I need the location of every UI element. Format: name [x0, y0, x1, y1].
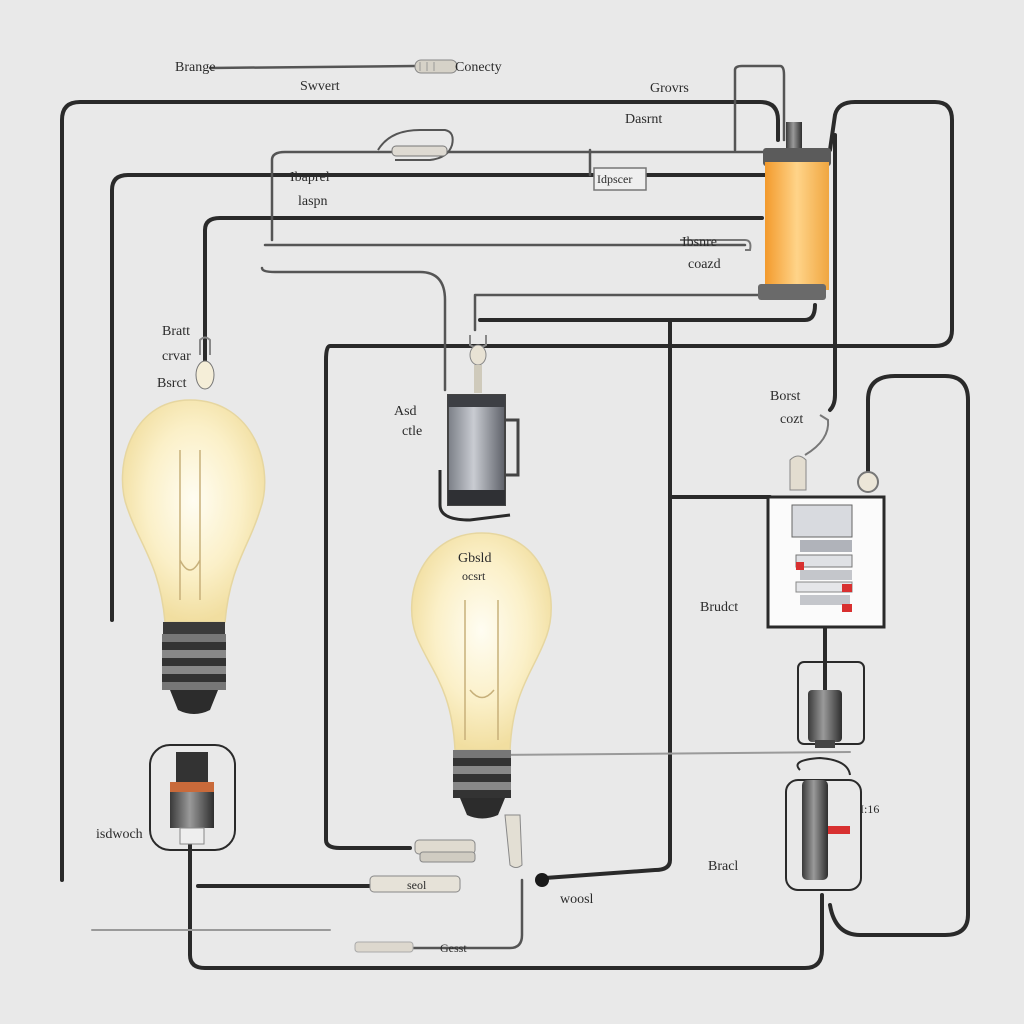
upper-bus-wire: [270, 150, 767, 242]
mid-horizontal-wire: [203, 216, 764, 367]
label-right-a: Borst: [770, 389, 800, 404]
capacitor: [758, 122, 831, 300]
bottom-center-wire: [408, 878, 524, 950]
top-right-loop-wire: [324, 100, 954, 850]
switch-box: [766, 495, 886, 629]
top-right-hook-wire: [733, 64, 786, 152]
label-left-c: Bsrct: [157, 376, 187, 391]
label-right-box: Brudct: [700, 600, 738, 615]
label-bottom-right: Bracl: [708, 859, 738, 874]
center-stem-wire: [473, 293, 782, 332]
left-bottom-connector: [149, 744, 236, 851]
right-socket: [797, 661, 865, 748]
label-right-clip: I:16: [860, 802, 879, 816]
label-upper-right2: Dasrnt: [625, 112, 662, 127]
label-left-a: Bratt: [162, 324, 190, 339]
left-bulb: [121, 336, 266, 714]
right-fuse-clip: [789, 414, 879, 493]
center-bulb-base: [453, 750, 511, 819]
left-bulb-loop-wire: [110, 173, 772, 622]
label-bottom-left: isdwoch: [96, 827, 143, 842]
right-drop-wire: [828, 133, 837, 412]
label-upper-mid2: laspn: [298, 194, 328, 209]
label-bottom-faint: Gesst: [440, 941, 467, 955]
switch-mechanism: [791, 504, 853, 612]
vertical-center-wire: [543, 318, 672, 880]
label-bottom-mid: seol: [407, 878, 427, 892]
label-capacitor-a: Ibsnre: [682, 235, 717, 250]
center-right-wire: [478, 303, 817, 322]
faint-center-wire: [499, 751, 851, 756]
label-capacitor-b: coazd: [688, 257, 721, 272]
outer-left-loop-wire: [60, 100, 780, 882]
top-lead-wire: [208, 64, 417, 70]
label-upper-right: Grovrs: [650, 81, 689, 96]
right-outer-loop-wire: [828, 374, 970, 937]
label-upper-mid: Ibaprel: [290, 170, 330, 185]
label-center-a: Asd: [394, 404, 417, 419]
center-bulb: [410, 532, 552, 868]
label-top-left: Brange: [175, 60, 215, 75]
label-center-bulb-b: ocsrt: [462, 569, 486, 583]
bottom-loop-wire: [188, 838, 824, 970]
capacitor-clip: [680, 239, 752, 251]
label-center-b: ctle: [402, 424, 422, 439]
bottom-connectors: [354, 839, 549, 953]
mid-terminal-box: [593, 167, 647, 191]
wires: [60, 64, 970, 970]
inline-fuse-top: [377, 129, 454, 161]
left-bulb-base: [162, 634, 226, 714]
label-top-switch: Swvert: [300, 79, 340, 94]
label-right-b: cozt: [780, 412, 803, 427]
label-top-right: Conecty: [455, 60, 502, 75]
right-plug: [785, 756, 862, 891]
label-bottom-mid2: woosl: [560, 892, 594, 907]
center-relay: [438, 335, 520, 522]
label-left-b: crvar: [162, 349, 191, 364]
labels: Brange Swvert Conecty Grovrs Dasrnt Ibap…: [96, 60, 879, 955]
top-connector: [414, 59, 458, 74]
relay-feed-wire: [260, 266, 447, 392]
label-mid-box: Idpscer: [597, 172, 632, 186]
label-center-bulb-a: Gbsld: [458, 551, 491, 566]
